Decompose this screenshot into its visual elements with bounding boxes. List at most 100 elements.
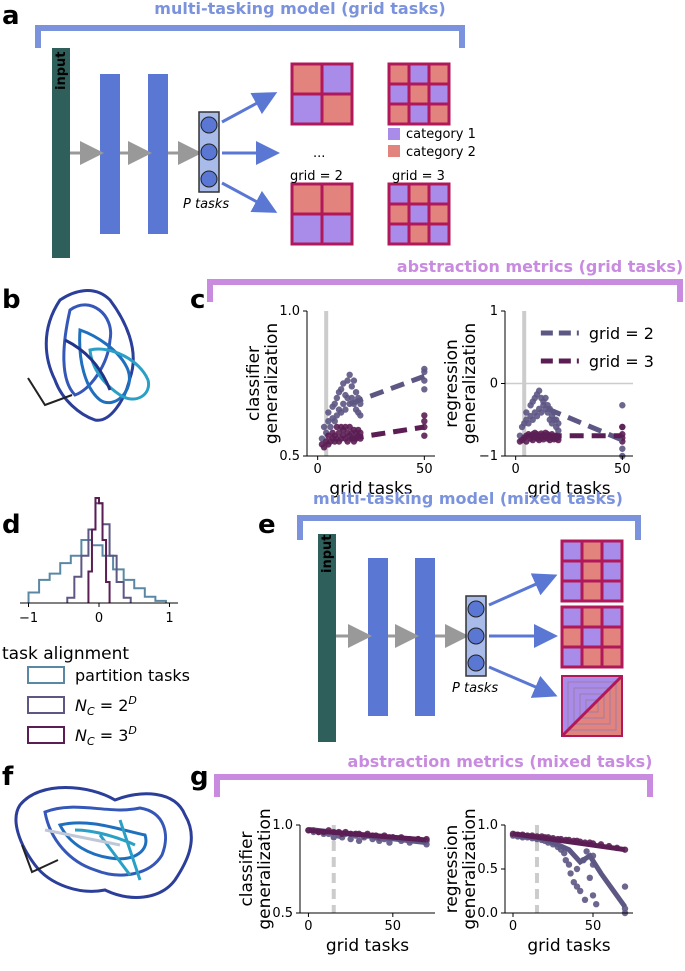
panel-label-c: c	[190, 285, 205, 315]
grid-task-2-bottom	[290, 182, 354, 246]
y-axis-label: classifiergeneralization	[237, 808, 275, 929]
grid-cell	[409, 204, 429, 224]
data-point	[573, 865, 581, 873]
data-point	[570, 879, 577, 886]
grid-cell	[292, 64, 322, 94]
grid3-label-a: grid = 3	[392, 169, 445, 184]
grid-cell	[429, 224, 449, 244]
x-axis-label: grid tasks	[326, 936, 409, 956]
data-point	[555, 420, 562, 427]
output-unit-a-3	[200, 170, 218, 188]
y-tick-label: 1.0	[477, 818, 498, 833]
data-point	[577, 887, 584, 895]
data-point	[355, 837, 363, 845]
y-tick-label: 1.0	[272, 818, 293, 833]
input-layer-e	[318, 534, 336, 742]
y-tick-label: 0.5	[272, 906, 293, 921]
grid-border	[560, 605, 624, 669]
legend-swatch	[27, 696, 65, 714]
data-point	[619, 423, 626, 431]
grid-cell	[602, 607, 622, 627]
x-tick-label: 50	[416, 462, 433, 477]
data-point	[346, 371, 353, 378]
grid-cell	[409, 184, 429, 204]
legend-swatch	[27, 726, 65, 744]
task-arrow-e-3	[488, 665, 558, 698]
grid-border	[387, 182, 451, 246]
y-axis-label: classifiergeneralization	[244, 323, 282, 444]
data-point	[589, 892, 597, 899]
data-point	[573, 883, 581, 890]
grid-cell	[582, 541, 602, 561]
y-axis-label: regressiongeneralization	[442, 323, 480, 444]
data-point	[583, 848, 590, 855]
data-point	[562, 857, 569, 864]
x-axis-label: grid tasks	[329, 479, 412, 499]
data-point	[327, 423, 334, 431]
legend-cat1: category 1	[406, 127, 476, 142]
y-axis-label: regressiongeneralization	[442, 808, 480, 929]
grid-cell	[582, 561, 602, 581]
grid2-label-a: grid = 2	[290, 169, 343, 184]
grid-cell	[429, 204, 449, 224]
grid-cell	[409, 84, 429, 104]
output-unit-a-1	[200, 116, 218, 134]
data-point	[352, 389, 360, 396]
legend-eq: = 2	[95, 696, 129, 715]
hidden-layer-1-a	[100, 74, 120, 234]
y-axis-label-line2: generalization	[460, 323, 480, 444]
grid-task-2-top	[290, 62, 354, 126]
data-point	[325, 409, 332, 416]
bracket-g	[214, 774, 653, 797]
task-arrow-e-1	[488, 573, 558, 607]
grid-cell	[582, 581, 602, 601]
legend-sup: D	[128, 724, 136, 737]
grid-cell	[389, 64, 409, 84]
hidden-layer-1-e	[368, 558, 388, 716]
legend-label: NC = 2D	[75, 694, 137, 718]
data-point	[357, 412, 364, 419]
grid-cell	[562, 647, 582, 667]
y-axis-label-line1: classifier	[237, 831, 257, 906]
axes-glyph-b	[27, 377, 73, 407]
input-label-a: input	[54, 52, 69, 91]
grid-cell	[389, 224, 409, 244]
grid-cell	[582, 627, 602, 647]
data-point	[421, 386, 428, 393]
grid-cell	[322, 64, 352, 94]
data-point	[565, 861, 573, 868]
grid-cell	[292, 184, 322, 214]
partition-task-mixed	[560, 674, 624, 738]
legend-sub: C	[87, 735, 95, 748]
panel-label-e: e	[258, 510, 276, 540]
data-point	[523, 409, 530, 416]
grid-task-mixed-2	[560, 605, 624, 669]
bracket-title-a: multi-tasking model (grid tasks)	[154, 0, 445, 18]
legend-label: grid = 3	[589, 352, 654, 371]
y-tick-label: 0.5	[477, 862, 498, 877]
y-axis-label-line2: generalization	[262, 323, 282, 444]
legend-sub: C	[87, 705, 95, 718]
y-axis-label-line2: generalization	[460, 808, 480, 929]
legend-label: partition tasks	[75, 666, 190, 685]
fit-line	[546, 406, 624, 443]
y-tick-label: 0.5	[279, 449, 300, 464]
y-axis-label-line1: regression	[442, 339, 462, 428]
ptasks-label-a: P tasks	[183, 197, 229, 212]
bracket-e	[297, 515, 641, 540]
y-axis-label-line1: regression	[442, 825, 462, 914]
data-point	[347, 835, 354, 843]
grid-cell	[562, 581, 582, 601]
x-tick-label: 50	[614, 462, 631, 477]
bracket-a	[35, 25, 465, 48]
panel-label-a: a	[2, 1, 20, 31]
grid-task-3-top	[387, 62, 451, 126]
y-axis-label-line2: generalization	[255, 808, 275, 929]
task-arrow-a-1	[221, 92, 278, 124]
legend-n: N	[75, 726, 87, 745]
legend-swatch-cat2	[388, 145, 400, 157]
histogram-series	[87, 497, 111, 603]
legend-sup: D	[128, 694, 136, 707]
